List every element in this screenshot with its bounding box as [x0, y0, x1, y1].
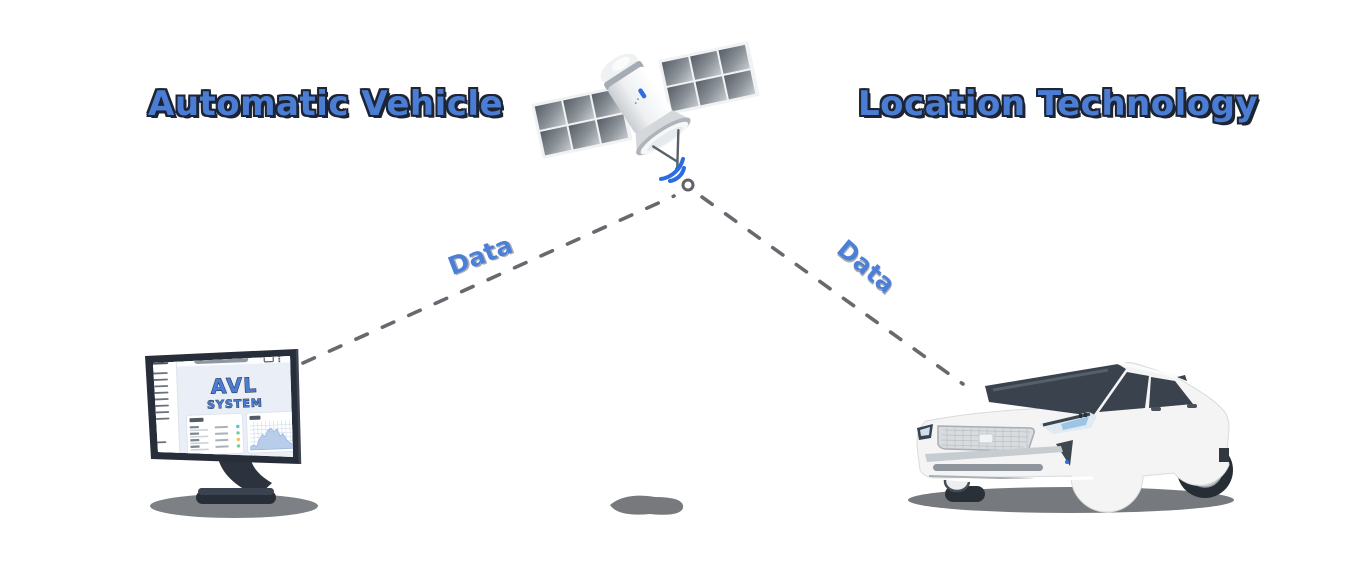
- screen-title-avl: AVL: [210, 373, 258, 399]
- rear-side-window: [1149, 377, 1193, 408]
- sidebar: [153, 356, 181, 457]
- monitor-stand-neck: [218, 456, 272, 496]
- windshield: [985, 364, 1126, 416]
- door-handle-front: [1151, 407, 1161, 411]
- screen-title-system: SYSTEM: [207, 396, 263, 411]
- data-label-right: Data: [831, 234, 901, 299]
- satellite-icon: [531, 41, 760, 172]
- car-shadow: [908, 487, 1234, 513]
- car-icon: [908, 361, 1234, 513]
- grille: [937, 425, 1035, 452]
- mini-table-card: [186, 412, 245, 456]
- roof-highlight: [1117, 361, 1179, 379]
- rear-lower-cladding: [1219, 448, 1229, 462]
- front-bumper: [925, 446, 1063, 493]
- solar-panel-left: [531, 85, 633, 159]
- avl-monitor-icon: AVL SYSTEM: [145, 348, 318, 518]
- sidebar-menu-lines: [153, 372, 170, 444]
- headlight-right: [1039, 412, 1097, 434]
- exhaust-arch: [943, 479, 971, 493]
- satellite-body: [600, 53, 691, 172]
- title-right: Location Technology: [858, 84, 1259, 124]
- headlight-left: [917, 424, 933, 440]
- monitor-shadow: [150, 494, 318, 518]
- title-left: Automatic Vehicle: [148, 84, 504, 124]
- data-link-monitor: [301, 194, 676, 365]
- grille-badge: [978, 433, 994, 444]
- front-side-window: [1099, 372, 1149, 412]
- roof-antenna-fin: [1177, 375, 1187, 381]
- side-skirt: [987, 476, 1094, 483]
- monitor-screen-content: AVL SYSTEM: [153, 356, 293, 457]
- ground-shadow-blob: [610, 495, 684, 515]
- solar-panel-right: [658, 41, 760, 115]
- mini-area-chart: [250, 427, 293, 451]
- data-label-left: Data: [444, 230, 517, 281]
- door-handle-rear: [1187, 404, 1197, 408]
- mini-chart-card: [245, 410, 293, 454]
- side-mirror: [1127, 392, 1140, 399]
- satellite-indicator-light: [638, 88, 647, 99]
- sensor-dot: [1065, 460, 1069, 464]
